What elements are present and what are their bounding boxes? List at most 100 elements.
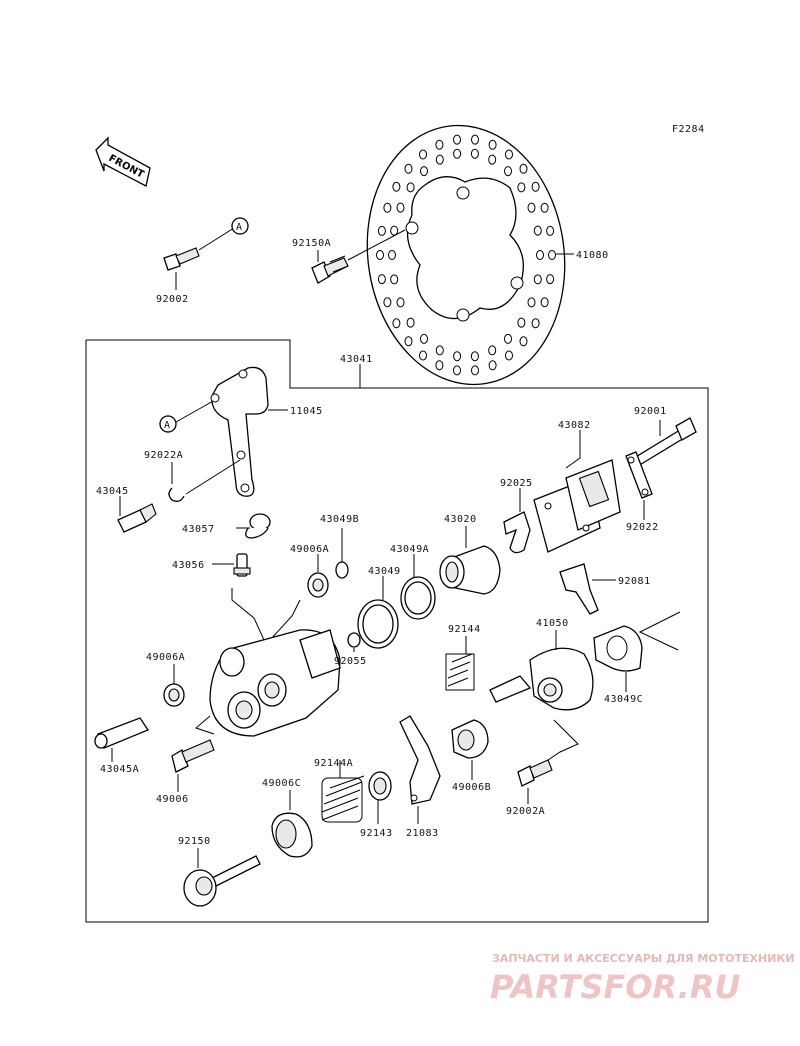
disc-hole (396, 202, 405, 213)
dust-seal (400, 576, 436, 620)
label-92143: 92143 (360, 828, 393, 839)
disc-hole (390, 274, 399, 285)
label-92022: 92022 (626, 522, 659, 533)
watermark-brand: PARTSFOR.RU (490, 968, 740, 1006)
label-43041: 43041 (340, 354, 373, 365)
o-ring (347, 632, 361, 648)
svg-text:A: A (236, 222, 243, 233)
disc-hole (540, 297, 549, 308)
disc-hole (546, 274, 555, 285)
disc-hole (470, 351, 479, 362)
label-43045: 43045 (96, 486, 129, 497)
label-43049A: 43049A (390, 544, 429, 555)
disc-hole (435, 360, 444, 371)
disc-hole (404, 336, 413, 347)
pad-spring (559, 563, 599, 615)
disc-hole (536, 250, 544, 260)
disc-hole (504, 166, 512, 177)
label-43045A: 43045A (100, 764, 139, 775)
label-43057: 43057 (182, 524, 215, 535)
disc-hole (406, 317, 415, 328)
disc-hole (419, 149, 427, 160)
disc-hole (546, 225, 555, 236)
disc-hole (527, 202, 536, 213)
label-92001: 92001 (634, 406, 667, 417)
disc-hole (419, 350, 427, 361)
slide-bolt (171, 739, 215, 773)
washer-b (335, 561, 349, 579)
label-92081: 92081 (618, 576, 651, 587)
disc-hole (519, 336, 528, 347)
svg-text:A: A (164, 420, 171, 431)
disc-hole (533, 225, 542, 236)
brake-pads (533, 459, 621, 553)
label-92022A: 92022A (144, 450, 183, 461)
disc-hole (435, 154, 444, 165)
brake-piston (439, 545, 501, 595)
pad-shim (503, 511, 531, 554)
bleed-nipple (233, 553, 251, 577)
disc-hole (517, 317, 526, 328)
disc-hole (504, 333, 512, 344)
label-11045: 11045 (290, 406, 323, 417)
disc-hole (392, 181, 401, 192)
label-92025: 92025 (500, 478, 533, 489)
label-92002A: 92002A (506, 806, 545, 817)
disc-hole (383, 202, 392, 213)
assembly-boundary (85, 339, 709, 923)
parking-lever-assembly (489, 647, 594, 711)
caliper-bracket (210, 366, 269, 497)
disc-hole (396, 297, 405, 308)
label-49006A-top: 49006A (290, 544, 329, 555)
disc-hole (548, 250, 556, 260)
disc-hole (453, 148, 462, 159)
label-43056: 43056 (172, 560, 205, 571)
disc-hole (505, 350, 513, 361)
label-43049B: 43049B (320, 514, 359, 525)
label-92144: 92144 (448, 624, 481, 635)
disc-hole (453, 351, 462, 362)
disc-hole (420, 166, 428, 177)
disc-hole (435, 139, 444, 150)
disc-hole (435, 345, 444, 356)
disc-hole (420, 333, 428, 344)
boot-seal-left (163, 683, 185, 707)
disc-hole (517, 182, 526, 193)
brake-disc (366, 124, 566, 386)
small-spring (445, 653, 475, 691)
label-49006C: 49006C (262, 778, 301, 789)
disc-hole (505, 149, 513, 160)
label-92150A: 92150A (292, 238, 331, 249)
label-92002: 92002 (156, 294, 189, 305)
disc-hole (471, 134, 479, 145)
front-arrow-icon: FRONT (95, 136, 151, 187)
piston-seal (357, 599, 399, 649)
clip-ring (168, 487, 185, 502)
pad-pin (633, 417, 697, 467)
caliper-body (209, 629, 341, 737)
label-43020: 43020 (444, 514, 477, 525)
disc-hole (531, 181, 540, 192)
disc-hole (406, 182, 415, 193)
label-49006: 49006 (156, 794, 189, 805)
disc-hole (488, 345, 497, 356)
pin-clip (625, 451, 653, 499)
rubber-boot (271, 812, 313, 858)
disc-hole (392, 318, 401, 329)
callout-a-left: A (159, 415, 177, 433)
disc-hole (488, 154, 497, 165)
axle-bolt (183, 855, 261, 907)
disc-hole (388, 250, 396, 260)
label-43082: 43082 (558, 420, 591, 431)
label-21083: 21083 (406, 828, 439, 839)
lever-bolt (517, 759, 553, 787)
label-49006A: 49006A (146, 652, 185, 663)
disc-hole (383, 297, 392, 308)
disc-hole (404, 163, 413, 174)
label-43049C: 43049C (604, 694, 643, 705)
spring-washer (368, 771, 392, 801)
label-41080: 41080 (576, 250, 609, 261)
label-92150: 92150 (178, 836, 211, 847)
label-92055: 92055 (334, 656, 367, 667)
